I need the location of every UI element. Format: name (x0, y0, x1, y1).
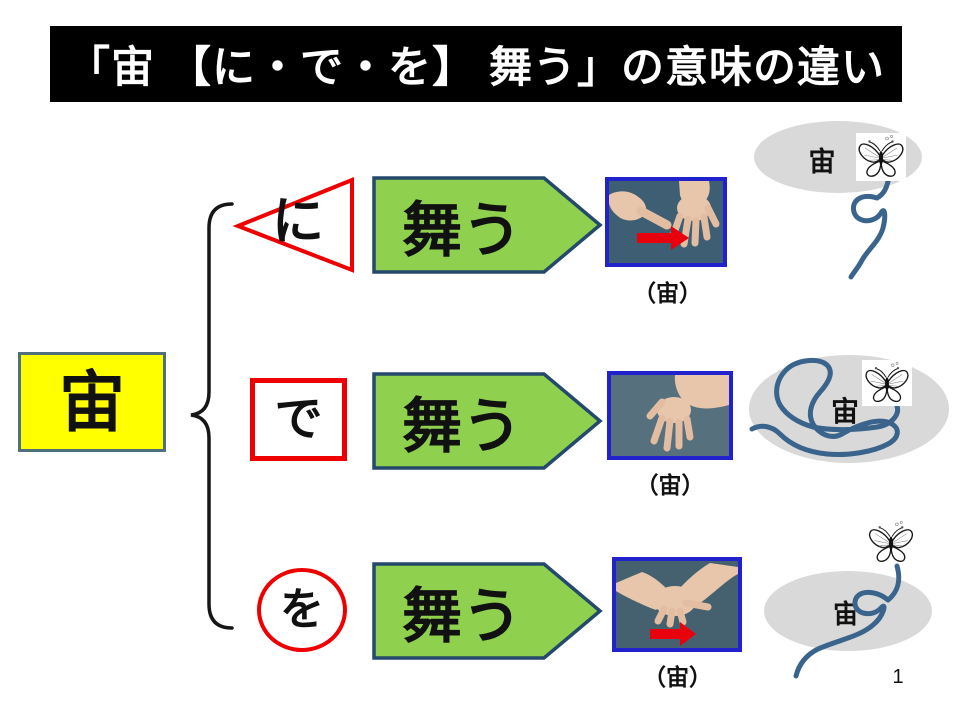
slide-title: 「宙 【に・で・を】 舞う」の意味の違い (67, 44, 885, 92)
hand-photo-ni (605, 177, 727, 267)
slide-title-bar: 「宙 【に・で・を】 舞う」の意味の違い (50, 26, 902, 102)
butterfly-icon (866, 519, 916, 566)
verb-arrow: 舞う (372, 372, 604, 470)
verb-label: 舞う (402, 582, 522, 650)
finger (654, 599, 712, 628)
arrow-shape (372, 562, 603, 660)
butterfly-icon (862, 360, 912, 406)
hand-photo-de (607, 371, 733, 460)
particle-shape-triangle: に (230, 174, 358, 276)
verb-label: 舞う (402, 392, 522, 460)
particle-shape-circle: を (257, 568, 347, 652)
finger (668, 204, 720, 248)
hand-shape (657, 397, 691, 423)
triangle-outline (232, 177, 354, 273)
particle-label-de: で (274, 392, 323, 446)
particle-label-ni: に (272, 193, 325, 251)
arrow-shape (372, 372, 603, 470)
red-arrow-icon (637, 226, 689, 250)
arm-shape (674, 375, 729, 409)
verb-arrow: 舞う (372, 176, 604, 274)
photo-caption: （宙） (633, 280, 702, 306)
page-number: 1 (892, 666, 904, 688)
verb-arrow: 舞う (372, 562, 604, 660)
grouping-brace (190, 202, 234, 630)
particle-label-wo: を (280, 585, 324, 634)
subject-box: 宙 (18, 352, 166, 452)
finger (636, 206, 672, 230)
photo-caption: （宙） (643, 664, 712, 690)
hand-shape (609, 191, 647, 221)
arrow-shape (372, 176, 603, 274)
photo-caption: （宙） (635, 472, 705, 498)
subject-label: 宙 (59, 365, 125, 439)
red-arrow-icon (650, 622, 696, 646)
particle-shape-square: で (250, 378, 347, 461)
ellipse-label: 宙 (832, 599, 859, 629)
ellipse-label: 宙 (808, 147, 836, 177)
butterfly-icon (856, 133, 906, 181)
verb-label: 舞う (402, 196, 522, 264)
hand-photo-wo (612, 557, 742, 652)
finger (646, 398, 694, 452)
